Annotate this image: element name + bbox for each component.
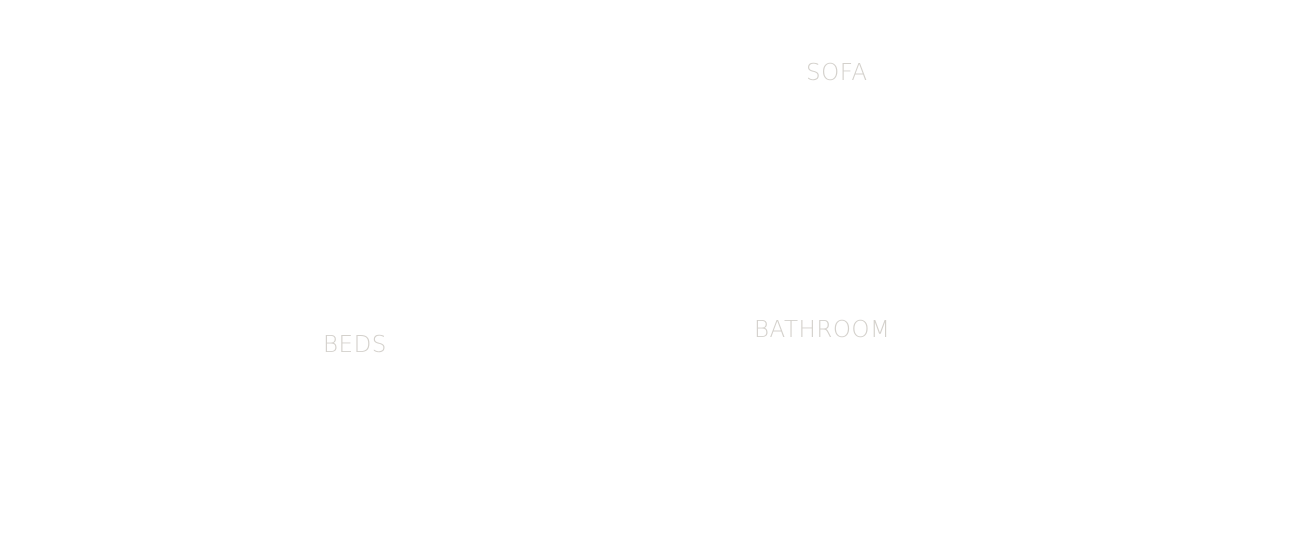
category-tile-bathroom[interactable]: BATHROOM bbox=[650, 270, 1030, 559]
category-label-beds: BEDS bbox=[323, 332, 387, 358]
category-label-bathroom: BATHROOM bbox=[754, 317, 891, 343]
category-tile-beds[interactable]: BEDS bbox=[170, 270, 550, 559]
category-tile-sofa[interactable]: SOFA bbox=[650, 0, 1030, 270]
category-label-sofa: SOFA bbox=[806, 60, 868, 86]
